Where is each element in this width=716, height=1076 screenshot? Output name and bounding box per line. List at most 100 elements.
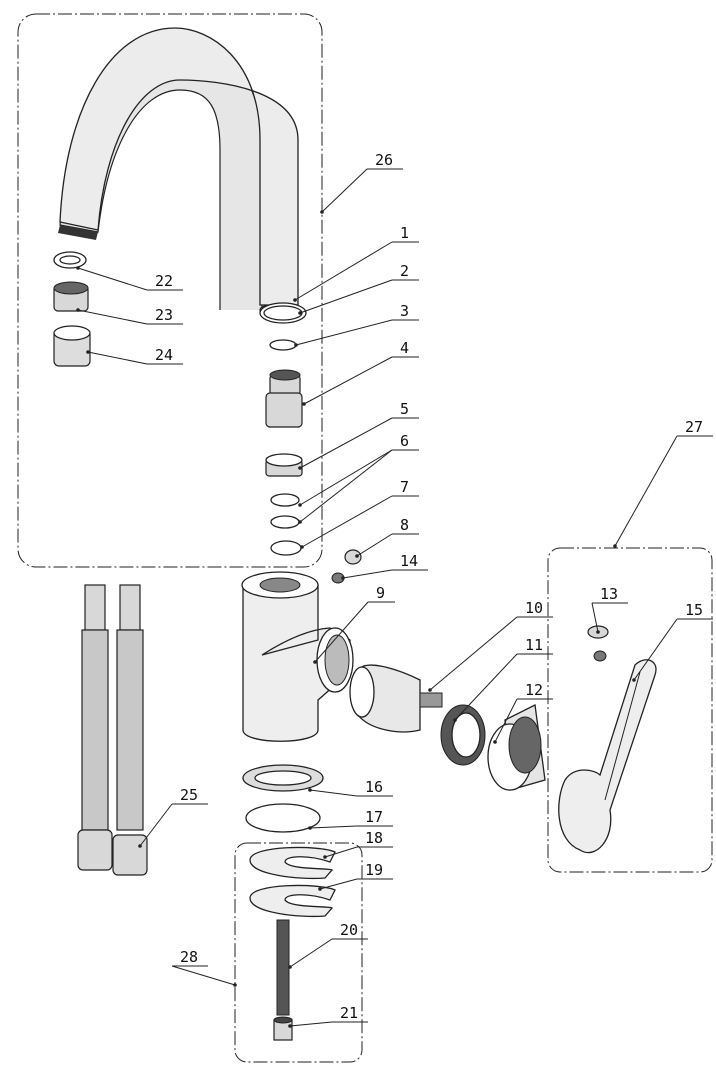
- nut-part-11: [440, 704, 486, 766]
- callout-21-leader: [289, 1021, 333, 1027]
- callout-28-leader: [171, 965, 236, 986]
- callout-24-leader: [87, 351, 148, 365]
- callout-6: 6: [400, 432, 409, 450]
- lock-ring-part-7: [270, 540, 302, 556]
- callout-6-leader: [299, 449, 393, 506]
- callout-19: 19: [365, 861, 383, 879]
- nut-part-5: [265, 453, 303, 477]
- callout-7: 7: [400, 478, 409, 496]
- callout-9-dot: [313, 660, 317, 664]
- aerator-housing-part-24: [53, 325, 91, 367]
- plug-part-8: [344, 549, 362, 565]
- callout-21-dot: [288, 1024, 292, 1028]
- group-box-27: [547, 547, 713, 873]
- callout-8: 8: [400, 516, 409, 534]
- gasket-part-17: [245, 803, 321, 833]
- callout-25-dot: [138, 844, 142, 848]
- callout-22-leader: [77, 267, 148, 291]
- callout-18-leader: [324, 846, 358, 858]
- callout-18-dot: [323, 855, 327, 859]
- callout-12-dot: [493, 740, 497, 744]
- callout-28: 28: [180, 948, 198, 966]
- callout-28-dot: [233, 983, 237, 987]
- callout-11-leader: [454, 653, 518, 721]
- callout-8-dot: [355, 554, 359, 558]
- callout-9-leader: [314, 601, 369, 663]
- callout-26-leader: [321, 168, 368, 213]
- callout-14-body-leader: [342, 569, 393, 579]
- callout-1-leader: [294, 241, 393, 301]
- callout-7-leader: [301, 495, 393, 548]
- callout-26-dot: [320, 210, 324, 214]
- oring-part-3: [269, 339, 297, 351]
- hoses-part-25: [77, 584, 148, 876]
- callout-24: 24: [155, 346, 173, 364]
- screw-part-14b: [593, 650, 607, 662]
- callout-12: 12: [525, 681, 543, 699]
- callout-21: 21: [340, 1004, 358, 1022]
- callout-23-leader: [77, 309, 148, 325]
- callout-2-dot: [298, 311, 302, 315]
- callout-8-leader: [356, 533, 393, 557]
- callout-6-dot: [298, 503, 302, 507]
- callout-27-leader: [614, 435, 678, 547]
- callout-22: 22: [155, 272, 173, 290]
- group-box-26: [17, 13, 323, 568]
- aerator-part-23: [53, 281, 89, 312]
- callout-4-leader: [303, 356, 393, 405]
- callout-14-body-dot: [341, 576, 345, 580]
- callout-13-leader: [591, 602, 599, 633]
- callout-11: 11: [525, 636, 543, 654]
- callout-11-dot: [453, 718, 457, 722]
- callout-13: 13: [600, 585, 618, 603]
- lever-part-15: [558, 659, 657, 854]
- callout-20-leader: [289, 938, 333, 968]
- stud-part-20: [276, 919, 290, 1016]
- callout-25: 25: [180, 786, 198, 804]
- callout-3-leader: [295, 319, 393, 346]
- oring-part-6b: [270, 515, 300, 529]
- callout-5-dot: [298, 466, 302, 470]
- callout-20: 20: [340, 921, 358, 939]
- callout-27: 27: [685, 418, 703, 436]
- callout-3-dot: [294, 343, 298, 347]
- callout-18: 18: [365, 829, 383, 847]
- callout-12-leader: [494, 698, 518, 743]
- callout-24-dot: [86, 350, 90, 354]
- callout-19-dot: [318, 887, 322, 891]
- callout-16-leader: [309, 789, 358, 797]
- callouts: 1234567891011121315161718192021222324252…: [76, 151, 713, 1028]
- callout-23-dot: [76, 308, 80, 312]
- body-part-9: [241, 571, 354, 742]
- callout-25-leader: [139, 803, 173, 847]
- callout-17-dot: [308, 826, 312, 830]
- cartridge-part-10: [349, 664, 443, 733]
- callout-4: 4: [400, 339, 409, 357]
- callout-1: 1: [400, 224, 409, 242]
- callout-10: 10: [525, 599, 543, 617]
- callout-19-leader: [319, 878, 358, 890]
- cover-part-12: [487, 704, 546, 791]
- callout-3: 3: [400, 302, 409, 320]
- callout-5: 5: [400, 400, 409, 418]
- callout-9: 9: [376, 584, 385, 602]
- callout-7-dot: [300, 545, 304, 549]
- callout-4-dot: [302, 402, 306, 406]
- callout-1-dot: [293, 298, 297, 302]
- callout-17-leader: [309, 825, 358, 829]
- callout-10-dot: [428, 688, 432, 692]
- callout-27-dot: [613, 544, 617, 548]
- callout-14-body: 14: [400, 552, 418, 570]
- callout-16: 16: [365, 778, 383, 796]
- group-box-28: [234, 842, 363, 1063]
- oring-part-6a: [270, 493, 300, 507]
- callout-23: 23: [155, 306, 173, 324]
- callout-15: 15: [685, 601, 703, 619]
- callout-26: 26: [375, 151, 393, 169]
- callout-16-dot: [308, 788, 312, 792]
- callout-15-dot: [632, 678, 636, 682]
- nut-part-21: [273, 1016, 293, 1041]
- horseshoe-part-18: [249, 846, 336, 880]
